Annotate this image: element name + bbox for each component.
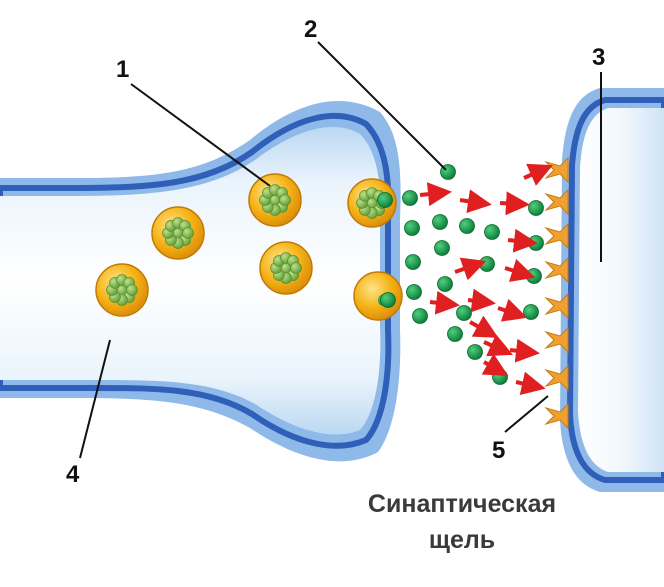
diffusion-arrow bbox=[523, 163, 553, 186]
receptor bbox=[544, 292, 569, 320]
diffusion-arrow bbox=[515, 371, 546, 396]
label-4: 4 bbox=[66, 461, 80, 488]
presynaptic-terminal bbox=[0, 100, 401, 462]
mediator-molecule bbox=[528, 200, 544, 216]
mediator-molecule bbox=[459, 218, 475, 234]
vesicle-group bbox=[95, 173, 403, 321]
mediator-molecule bbox=[467, 344, 483, 360]
mediator-molecule bbox=[380, 292, 396, 308]
mediator-molecule bbox=[404, 220, 420, 236]
leader-line-4 bbox=[79, 339, 111, 459]
caption-line-1: Синаптическая bbox=[368, 490, 556, 518]
grain bbox=[279, 194, 291, 206]
vesicle bbox=[95, 263, 149, 317]
leader-line-5 bbox=[504, 395, 549, 433]
receptor bbox=[544, 156, 569, 184]
mediator-molecule bbox=[406, 284, 422, 300]
caption-line-2: щель bbox=[429, 526, 495, 554]
diffusion-arrows bbox=[419, 163, 553, 396]
leader-line-2 bbox=[317, 41, 447, 171]
mediator-molecule bbox=[447, 326, 463, 342]
mediator-molecule bbox=[492, 369, 508, 385]
mediator-molecule bbox=[523, 304, 539, 320]
mediator-molecule bbox=[528, 235, 544, 251]
diffusion-arrow bbox=[469, 315, 499, 338]
mediator-molecule bbox=[377, 192, 393, 208]
diffusion-arrow bbox=[499, 191, 530, 216]
vesicle bbox=[151, 206, 205, 260]
diffusion-arrow bbox=[459, 189, 492, 214]
mediator-molecule bbox=[434, 240, 450, 256]
diffusion-arrow bbox=[509, 338, 540, 363]
diffusion-arrow bbox=[481, 353, 509, 376]
diffusion-arrow bbox=[454, 257, 487, 281]
grain bbox=[290, 262, 302, 274]
diffusion-arrow bbox=[429, 290, 460, 315]
label-1: 1 bbox=[116, 56, 129, 83]
leader-line-1 bbox=[130, 83, 271, 187]
postsynaptic-cell bbox=[544, 88, 664, 492]
receptor-group bbox=[544, 156, 569, 430]
mediator-molecule bbox=[412, 308, 428, 324]
mediator-molecule bbox=[479, 256, 495, 272]
mediator-molecule bbox=[405, 254, 421, 270]
mediator-molecule bbox=[526, 268, 542, 284]
diffusion-arrow bbox=[419, 182, 452, 207]
receptor bbox=[544, 188, 569, 216]
receptor bbox=[544, 326, 569, 354]
diffusion-arrow bbox=[483, 334, 513, 357]
mediator-molecule bbox=[484, 224, 500, 240]
mediator-molecule bbox=[402, 190, 418, 206]
mediator-molecule bbox=[456, 305, 472, 321]
label-2: 2 bbox=[304, 16, 317, 43]
mediator-group bbox=[377, 164, 544, 385]
diffusion-arrow bbox=[497, 298, 528, 322]
vesicle bbox=[248, 173, 302, 227]
label-5: 5 bbox=[492, 437, 505, 464]
vesicle bbox=[259, 241, 313, 295]
diffusion-arrow bbox=[467, 288, 496, 313]
mediator-molecule bbox=[432, 214, 448, 230]
grain bbox=[182, 227, 194, 239]
receptor bbox=[544, 364, 569, 392]
mediator-molecule bbox=[437, 276, 453, 292]
diffusion-arrow bbox=[507, 228, 538, 253]
receptor bbox=[544, 402, 569, 430]
receptor bbox=[544, 256, 569, 284]
receptor bbox=[544, 222, 569, 250]
label-3: 3 bbox=[592, 44, 605, 71]
leader-lines bbox=[79, 41, 602, 459]
grain bbox=[126, 284, 138, 296]
diffusion-arrow bbox=[504, 258, 536, 282]
